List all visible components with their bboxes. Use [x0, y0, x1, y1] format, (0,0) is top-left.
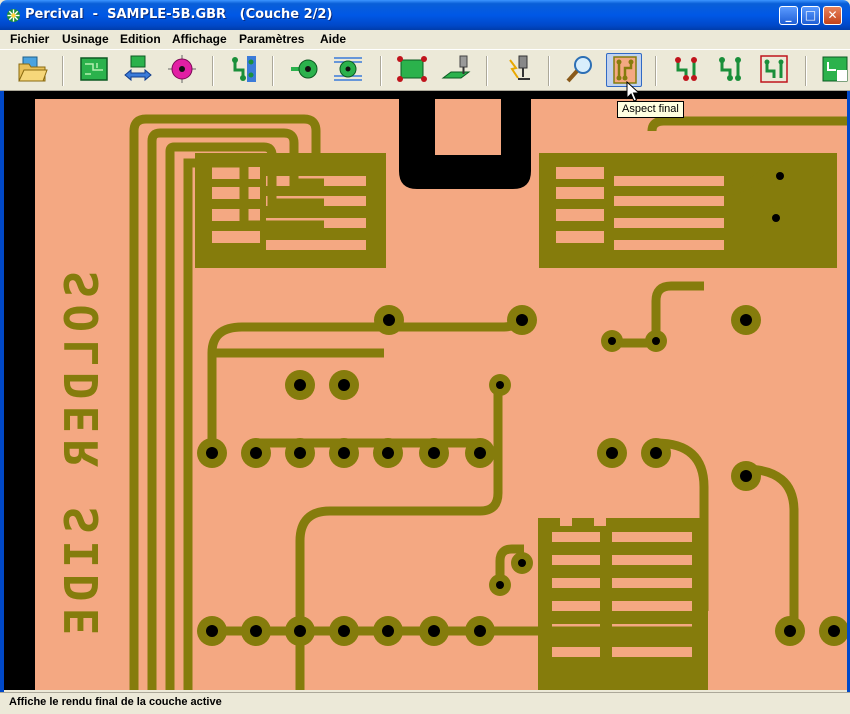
trace-view-3-icon	[760, 55, 788, 83]
pad-target-icon	[168, 55, 196, 83]
window-title: Percival - SAMPLE-5B.GBR (Couche 2/2)	[25, 7, 333, 22]
isolation-button[interactable]	[330, 53, 366, 87]
open-folder-icon	[18, 56, 48, 82]
menu-parametres[interactable]: Paramètres	[239, 32, 305, 46]
final-look-button[interactable]	[606, 53, 642, 87]
board-layer-button[interactable]	[818, 53, 848, 87]
board-select-button[interactable]	[394, 53, 430, 87]
laser-button[interactable]	[500, 53, 536, 87]
status-text: Affiche le rendu final de la couche acti…	[9, 696, 222, 708]
swap-arrows-icon	[124, 55, 152, 82]
drill-machine-icon	[441, 55, 471, 79]
final-look-icon	[613, 56, 637, 84]
maximize-button[interactable]: □	[801, 6, 820, 25]
trace-view-1-icon	[675, 57, 697, 81]
traces-button[interactable]	[226, 53, 262, 87]
mirror-button[interactable]	[120, 53, 156, 87]
menu-edition[interactable]: Edition	[120, 32, 161, 46]
laser-tool-icon	[509, 55, 530, 80]
trace-view-3-button[interactable]	[756, 53, 792, 87]
close-button[interactable]: ✕	[823, 6, 842, 25]
mouse-cursor-icon	[626, 81, 640, 102]
trace-view-2-button[interactable]	[712, 53, 748, 87]
trace-layout-icon	[232, 56, 256, 82]
menu-aide[interactable]: Aide	[320, 32, 347, 46]
minimize-button[interactable]: _	[779, 6, 798, 25]
board-layer-icon	[822, 56, 848, 82]
through-hole-pads	[197, 165, 847, 646]
isolation-icon	[334, 57, 362, 81]
machining-button[interactable]	[438, 53, 474, 87]
pcb-canvas[interactable]: SOLDER SIDE	[4, 91, 847, 690]
menu-usinage[interactable]: Usinage	[62, 32, 109, 46]
trace-view-2-icon	[719, 57, 741, 81]
trace-view-1-button[interactable]	[668, 53, 704, 87]
silkscreen-label: SOLDER SIDE	[55, 271, 109, 642]
zoom-button[interactable]	[562, 53, 598, 87]
open-file-button[interactable]	[15, 53, 51, 87]
percival-app-icon	[7, 9, 20, 22]
menu-bar: Fichier Usinage Edition Affichage Paramè…	[0, 30, 850, 49]
pcb-board-icon	[80, 57, 108, 81]
board-select-icon	[397, 56, 427, 82]
toolbar	[0, 49, 850, 91]
pad-button[interactable]	[164, 53, 200, 87]
via-icon	[291, 59, 318, 79]
via-button[interactable]	[287, 53, 323, 87]
tooltip: Aspect final	[617, 101, 684, 118]
menu-affichage[interactable]: Affichage	[172, 32, 227, 46]
board-view-button[interactable]	[76, 53, 112, 87]
copper-traces	[129, 114, 847, 690]
status-bar: Affiche le rendu final de la couche acti…	[0, 692, 850, 714]
title-bar[interactable]: Percival - SAMPLE-5B.GBR (Couche 2/2) _ …	[0, 0, 850, 30]
menu-fichier[interactable]: Fichier	[10, 32, 50, 46]
zoom-icon	[566, 56, 592, 83]
